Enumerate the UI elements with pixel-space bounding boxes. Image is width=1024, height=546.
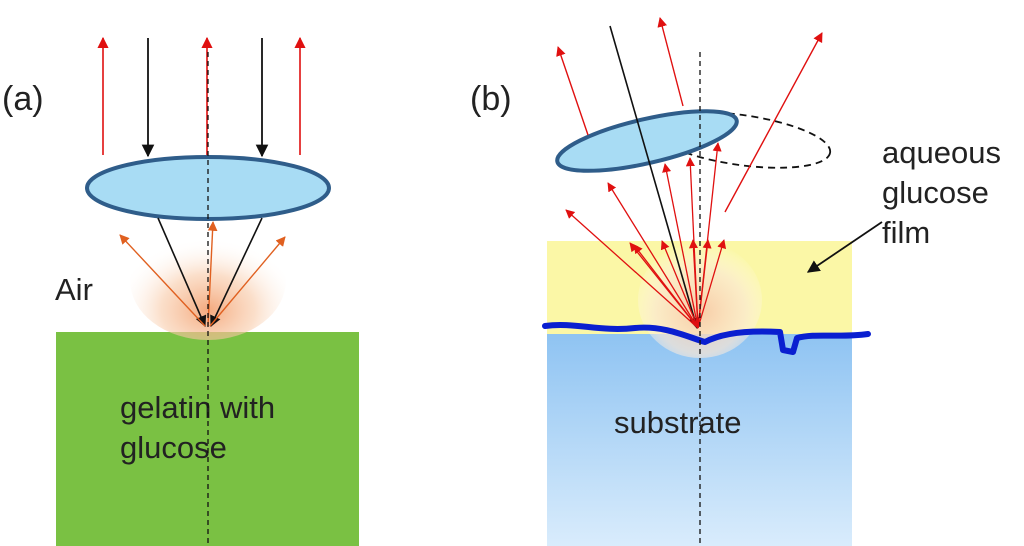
film-label-line1: aqueous — [882, 135, 1001, 170]
scatter-ray-a-1 — [119, 234, 206, 327]
panel-a: (a) gelatin with glucose Air — [2, 36, 359, 546]
scatter-ray-a-3 — [209, 236, 286, 327]
scatter-ray-b-3 — [662, 163, 699, 329]
panel-b: (b) substrate aq — [470, 17, 1001, 546]
panel-b-tag: (b) — [470, 80, 512, 118]
film-pointer-arrow — [806, 221, 883, 273]
scatter-ray-b-8 — [688, 239, 699, 329]
focus-ray-a-right — [210, 217, 263, 328]
scatter-ray-b-10 — [697, 239, 727, 329]
air-label: Air — [55, 272, 93, 307]
focus-ray-a-left — [157, 217, 207, 328]
gelatin-label-line2: glucose — [120, 430, 227, 465]
gelatin-label-line1: gelatin with — [120, 390, 275, 425]
substrate-label: substrate — [614, 405, 742, 440]
scatter-ray-b-7 — [660, 240, 699, 329]
reflected-ray-b-3 — [724, 32, 823, 213]
scatter-ray-a-2 — [207, 221, 218, 327]
film-substrate-interface — [542, 322, 871, 355]
film-label-line2: glucose — [882, 175, 989, 210]
scatter-ray-b-11 — [633, 244, 699, 329]
film-label-line3: film — [882, 215, 930, 250]
incident-ray-b — [609, 25, 700, 330]
scatter-ray-b-2 — [607, 182, 699, 329]
reflected-ray-b-2 — [657, 17, 684, 107]
panel-a-tag: (a) — [2, 80, 44, 118]
scatter-ray-b-1 — [565, 209, 699, 329]
reflected-ray-b-1 — [556, 46, 589, 136]
lens-b-tilted — [555, 109, 739, 173]
